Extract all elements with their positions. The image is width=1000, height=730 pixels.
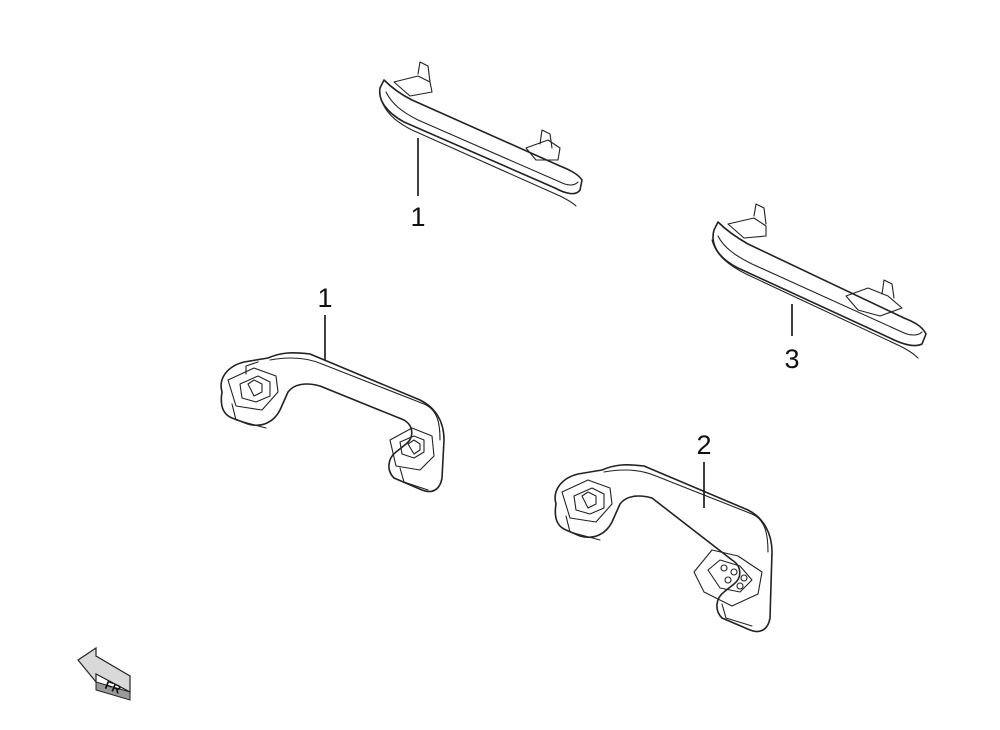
grab-handle-right-slim [711,203,927,359]
front-direction-arrow-icon: FR [77,646,131,701]
callout-top-handle: 1 [410,202,425,232]
front-direction-label: FR [103,678,123,697]
callout-left-handle: 1 [317,283,332,313]
callout-right-handle: 3 [784,344,799,374]
grab-handle-bottom-hook [554,464,773,633]
grab-handle-left-folding [220,352,445,493]
grab-handle-top-slim [378,61,583,207]
callout-bottom-handle: 2 [696,430,711,460]
